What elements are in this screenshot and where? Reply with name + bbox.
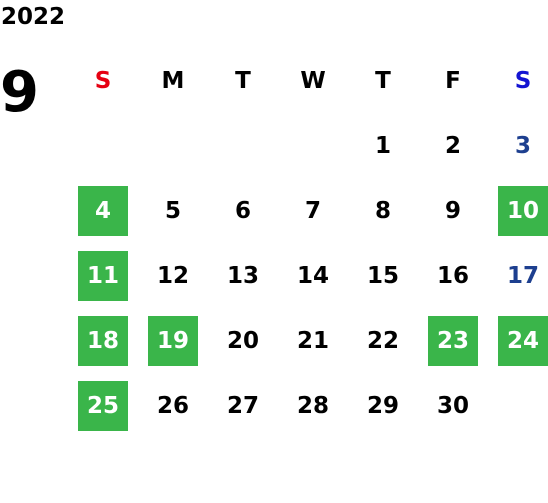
calendar-day-cell[interactable]: 11 — [68, 243, 138, 308]
calendar-day-cell[interactable]: 17 — [488, 243, 548, 308]
calendar-date — [148, 121, 198, 171]
calendar-day-cell — [138, 113, 208, 178]
calendar-day-cell[interactable]: 26 — [138, 373, 208, 438]
calendar-date: 15 — [366, 262, 399, 289]
calendar-day-cell[interactable]: 23 — [418, 308, 488, 373]
calendar-date — [218, 121, 268, 171]
calendar-date: 20 — [226, 327, 259, 354]
calendar-month: 9 — [0, 60, 39, 125]
calendar-date: 1 — [374, 132, 391, 159]
calendar-day-cell[interactable]: 14 — [278, 243, 348, 308]
holiday-date: 25 — [78, 380, 128, 431]
calendar-date: 22 — [366, 327, 399, 354]
calendar-date: 5 — [164, 197, 181, 224]
calendar-day-cell[interactable]: 10 — [488, 178, 548, 243]
holiday-date: 10 — [498, 185, 548, 236]
calendar-date: 13 — [226, 262, 259, 289]
holiday-date: 23 — [428, 315, 478, 366]
calendar-date: 30 — [436, 392, 469, 419]
calendar-date: 27 — [226, 392, 259, 419]
calendar-day-cell[interactable]: 13 — [208, 243, 278, 308]
calendar-day-cell[interactable]: 12 — [138, 243, 208, 308]
calendar-day-cell[interactable]: 27 — [208, 373, 278, 438]
calendar-date: 7 — [304, 197, 321, 224]
holiday-date: 18 — [78, 315, 128, 366]
calendar-day-cell[interactable]: 28 — [278, 373, 348, 438]
calendar-date: 29 — [366, 392, 399, 419]
calendar-day-cell[interactable]: 9 — [418, 178, 488, 243]
calendar-date: 14 — [296, 262, 329, 289]
calendar-year: 2022 — [1, 4, 66, 30]
weekday-header-saturday: S — [514, 67, 532, 94]
calendar-date: 16 — [436, 262, 469, 289]
calendar-date: 6 — [234, 197, 251, 224]
calendar-day-cell[interactable]: 19 — [138, 308, 208, 373]
holiday-date: 4 — [78, 185, 128, 236]
calendar-day-cell[interactable]: 7 — [278, 178, 348, 243]
calendar-day-cell — [208, 113, 278, 178]
calendar-date: 8 — [374, 197, 391, 224]
calendar-date: 12 — [156, 262, 189, 289]
calendar-date: 2 — [444, 132, 461, 159]
calendar-date — [288, 121, 338, 171]
calendar-day-cell — [488, 373, 548, 438]
calendar-day-cell[interactable]: 18 — [68, 308, 138, 373]
calendar-day-cell[interactable]: 15 — [348, 243, 418, 308]
calendar-day-cell[interactable]: 6 — [208, 178, 278, 243]
weekday-header-wednesday: W — [300, 67, 326, 94]
holiday-date: 11 — [78, 250, 128, 301]
calendar-date — [498, 381, 548, 431]
weekday-header-tuesday: T — [235, 67, 251, 94]
holiday-date: 24 — [498, 315, 548, 366]
calendar-day-cell[interactable]: 3 — [488, 113, 548, 178]
calendar-day-cell[interactable]: 4 — [68, 178, 138, 243]
calendar-day-cell[interactable]: 16 — [418, 243, 488, 308]
calendar-date: 3 — [514, 132, 531, 159]
holiday-date: 19 — [148, 315, 198, 366]
calendar-date: 17 — [506, 262, 539, 289]
calendar-date — [78, 121, 128, 171]
calendar-day-cell[interactable]: 22 — [348, 308, 418, 373]
calendar-day-cell[interactable]: 21 — [278, 308, 348, 373]
calendar-day-cell[interactable]: 25 — [68, 373, 138, 438]
weekday-header-sunday: S — [94, 67, 112, 94]
calendar-day-cell[interactable]: 2 — [418, 113, 488, 178]
weekday-header-monday: M — [161, 67, 185, 94]
weekday-header-thursday: T — [375, 67, 391, 94]
calendar-date: 21 — [296, 327, 329, 354]
calendar-day-cell[interactable]: 29 — [348, 373, 418, 438]
calendar-day-cell[interactable]: 30 — [418, 373, 488, 438]
calendar-date: 26 — [156, 392, 189, 419]
calendar-day-cell[interactable]: 24 — [488, 308, 548, 373]
calendar-date: 9 — [444, 197, 461, 224]
calendar-day-cell — [68, 113, 138, 178]
calendar-day-cell[interactable]: 5 — [138, 178, 208, 243]
weekday-header-friday: F — [445, 67, 461, 94]
calendar-day-cell[interactable]: 20 — [208, 308, 278, 373]
calendar-day-cell — [278, 113, 348, 178]
calendar-date: 28 — [296, 392, 329, 419]
calendar-day-cell[interactable]: 1 — [348, 113, 418, 178]
calendar-day-cell[interactable]: 8 — [348, 178, 418, 243]
